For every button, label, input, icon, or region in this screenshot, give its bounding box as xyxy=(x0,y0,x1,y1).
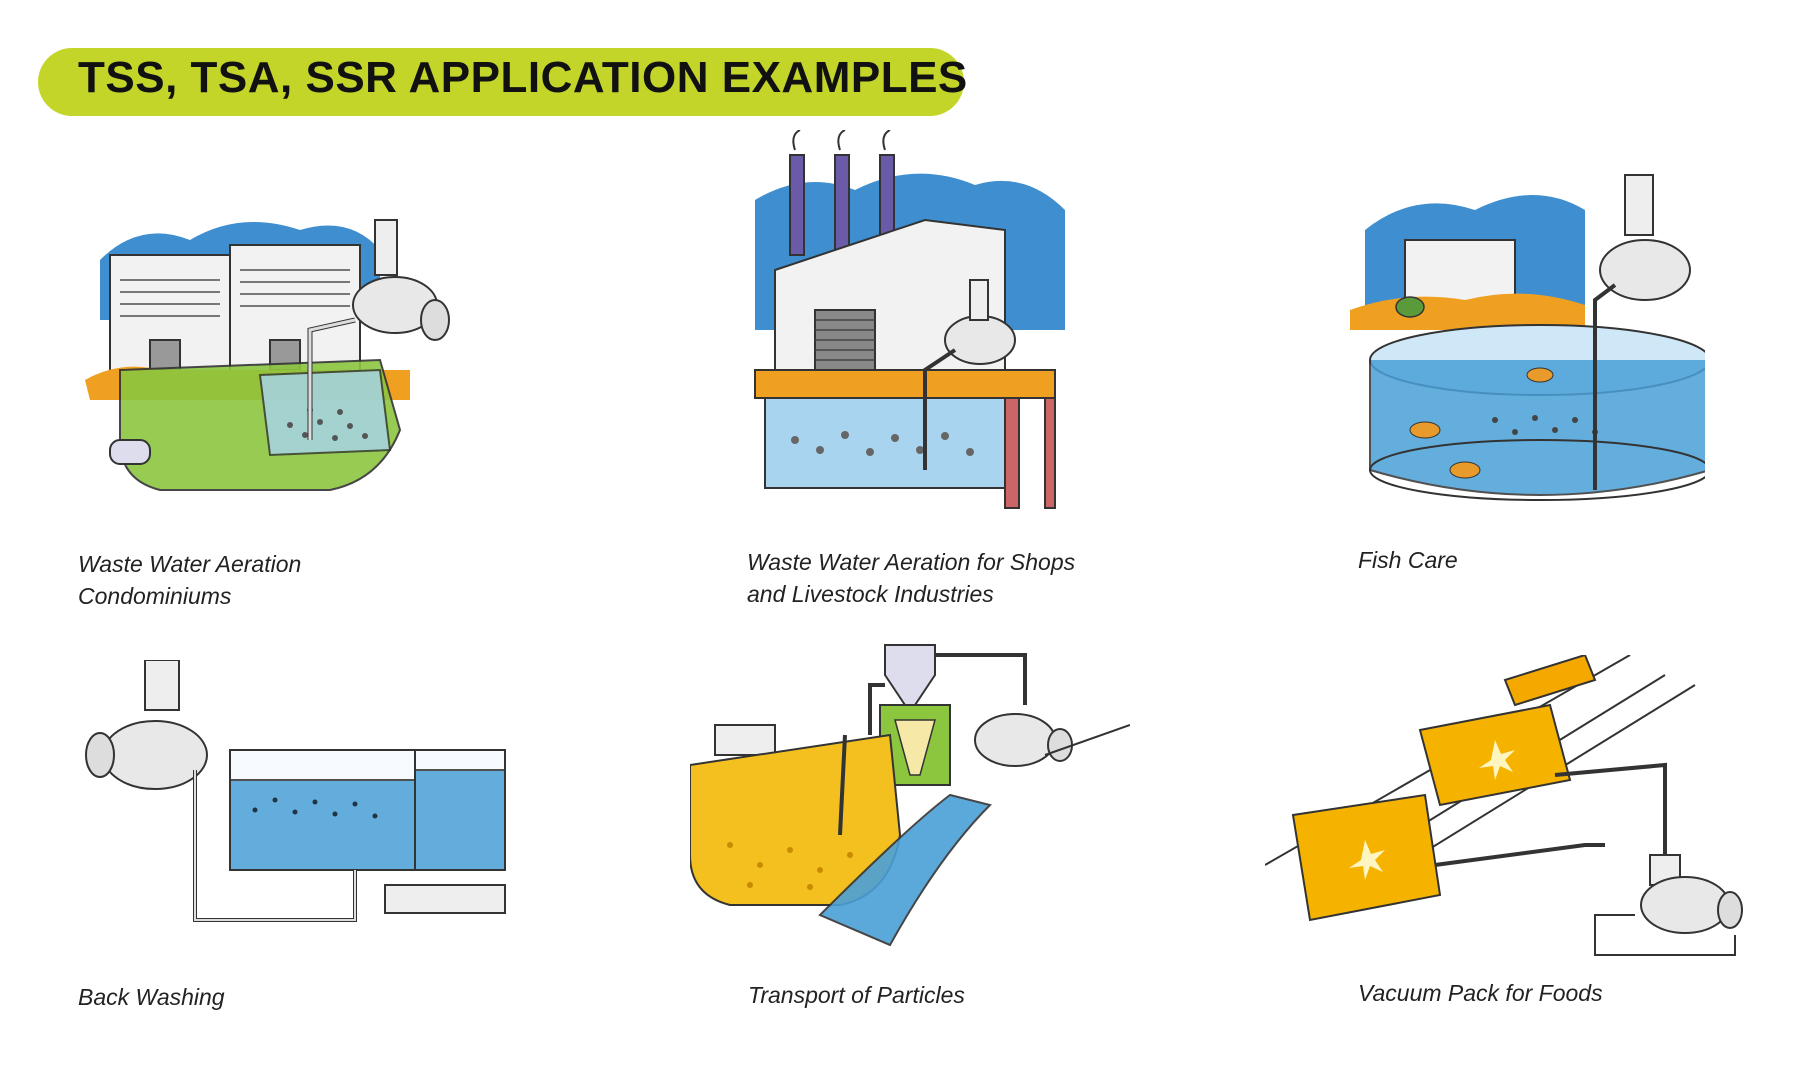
caption-line: Condominiums xyxy=(78,583,232,609)
caption-fish-care: Fish Care xyxy=(1358,544,1458,576)
example-back-washing xyxy=(85,660,515,940)
example-fish-care xyxy=(1345,170,1705,540)
caption-condominium: Waste Water Aeration Condominiums xyxy=(78,548,301,612)
caption-particle-transport: Transport of Particles xyxy=(748,979,965,1011)
caption-back-washing: Back Washing xyxy=(78,981,225,1013)
caption-line: and Livestock Industries xyxy=(747,581,994,607)
example-vacuum-pack xyxy=(1265,655,1745,965)
caption-line: Back Washing xyxy=(78,984,225,1010)
vacuum-pack-illustration xyxy=(1265,655,1743,956)
caption-line: Fish Care xyxy=(1358,547,1458,573)
example-factory xyxy=(745,130,1075,510)
page-title: TSS, TSA, SSR APPLICATION EXAMPLES xyxy=(78,53,968,102)
title-banner xyxy=(38,48,964,116)
particle-transport-illustration xyxy=(690,644,1130,947)
caption-line: Vacuum Pack for Foods xyxy=(1358,980,1603,1006)
caption-line: Waste Water Aeration xyxy=(78,551,302,577)
back-washing-illustration xyxy=(85,660,506,922)
condominium-aeration-illustration xyxy=(85,219,450,491)
caption-line: Waste Water Aeration for Shops xyxy=(747,549,1076,575)
example-particle-transport xyxy=(690,625,1130,955)
caption-factory: Waste Water Aeration for Shops and Lives… xyxy=(747,546,1075,610)
caption-line: Transport of Particles xyxy=(748,982,965,1008)
factory-aeration-illustration xyxy=(754,130,1065,509)
caption-vacuum-pack: Vacuum Pack for Foods xyxy=(1358,977,1603,1009)
example-condominium xyxy=(80,200,480,530)
fish-tank-illustration xyxy=(1350,174,1705,501)
